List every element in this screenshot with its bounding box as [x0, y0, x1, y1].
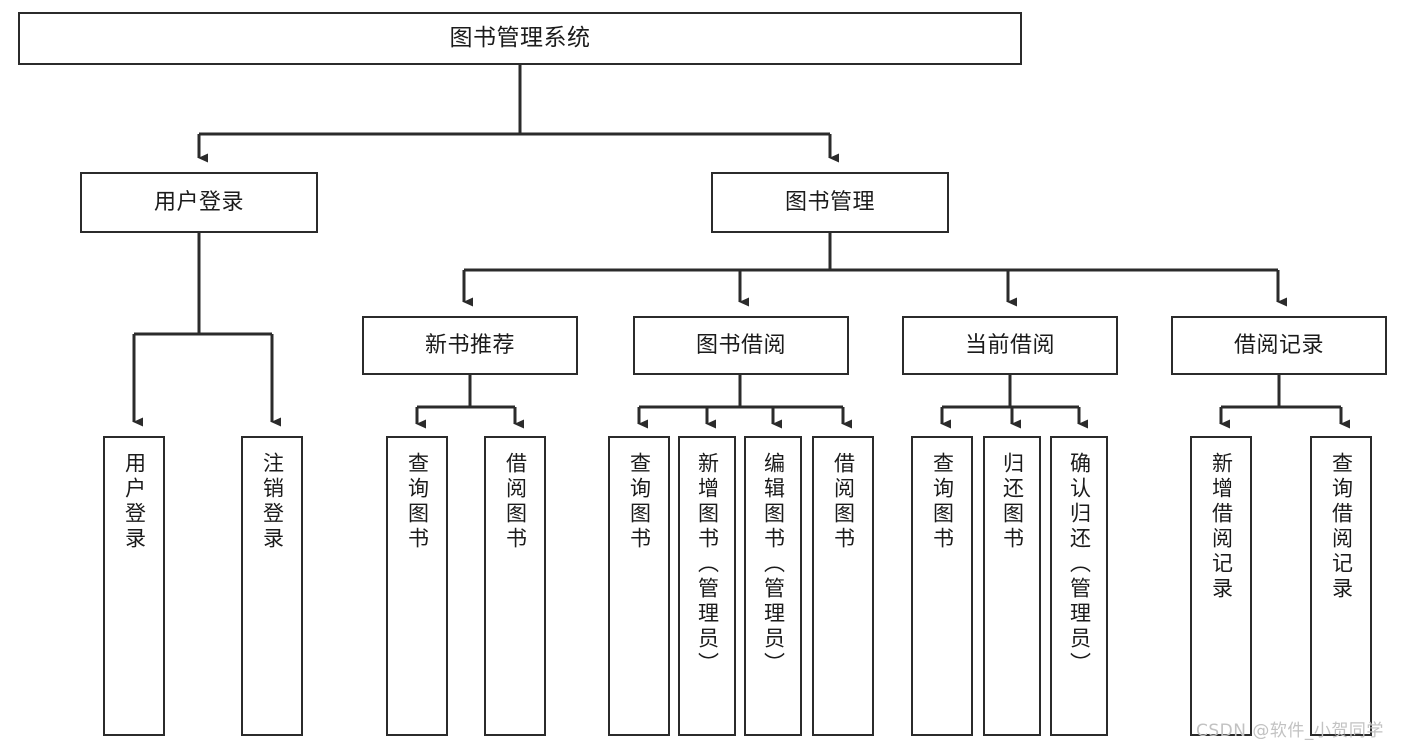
node-leaf-add-borrow-record-label: 新增借阅记录 — [1209, 452, 1234, 602]
node-leaf-borrow-book-2[interactable]: 借阅图书 — [812, 436, 874, 736]
node-leaf-borrow-book-1-label: 借阅图书 — [503, 452, 528, 552]
node-new-book-recommend[interactable]: 新书推荐 — [362, 316, 578, 375]
node-root[interactable]: 图书管理系统 — [18, 12, 1022, 65]
node-user-login-label: 用户登录 — [153, 189, 244, 215]
node-book-borrow[interactable]: 图书借阅 — [633, 316, 849, 375]
node-leaf-query-borrow-record[interactable]: 查询借阅记录 — [1310, 436, 1372, 736]
node-current-borrow-label: 当前借阅 — [964, 332, 1055, 358]
node-new-book-recommend-label: 新书推荐 — [424, 332, 515, 358]
node-leaf-query-book-3[interactable]: 查询图书 — [911, 436, 973, 736]
node-borrow-record-label: 借阅记录 — [1233, 332, 1324, 358]
node-root-label: 图书管理系统 — [449, 25, 591, 52]
watermark: CSDN @软件_小贺同学 — [1196, 721, 1384, 741]
node-leaf-user-login-label: 用户登录 — [122, 452, 147, 552]
node-leaf-query-book-1[interactable]: 查询图书 — [386, 436, 448, 736]
node-leaf-add-borrow-record[interactable]: 新增借阅记录 — [1190, 436, 1252, 736]
node-leaf-query-book-1-label: 查询图书 — [405, 452, 430, 552]
node-borrow-record[interactable]: 借阅记录 — [1171, 316, 1387, 375]
node-user-login[interactable]: 用户登录 — [80, 172, 318, 233]
node-leaf-query-borrow-record-label: 查询借阅记录 — [1329, 452, 1354, 602]
node-leaf-return-book[interactable]: 归还图书 — [983, 436, 1041, 736]
node-leaf-user-login[interactable]: 用户登录 — [103, 436, 165, 736]
node-leaf-user-logout-label: 注销登录 — [260, 452, 285, 552]
node-leaf-confirm-return-admin[interactable]: 确认归还（管理员） — [1050, 436, 1108, 736]
node-leaf-user-logout[interactable]: 注销登录 — [241, 436, 303, 736]
node-book-borrow-label: 图书借阅 — [695, 332, 786, 358]
node-book-manage-label: 图书管理 — [784, 189, 875, 215]
node-current-borrow[interactable]: 当前借阅 — [902, 316, 1118, 375]
node-leaf-return-book-label: 归还图书 — [1000, 452, 1025, 552]
node-leaf-add-book-admin[interactable]: 新增图书（管理员） — [678, 436, 736, 736]
node-leaf-query-book-3-label: 查询图书 — [930, 452, 955, 552]
node-leaf-query-book-2[interactable]: 查询图书 — [608, 436, 670, 736]
node-leaf-edit-book-admin-label: 编辑图书（管理员） — [761, 452, 786, 677]
node-leaf-edit-book-admin[interactable]: 编辑图书（管理员） — [744, 436, 802, 736]
node-book-manage[interactable]: 图书管理 — [711, 172, 949, 233]
node-leaf-confirm-return-admin-label: 确认归还（管理员） — [1067, 452, 1092, 677]
node-leaf-borrow-book-1[interactable]: 借阅图书 — [484, 436, 546, 736]
node-leaf-query-book-2-label: 查询图书 — [627, 452, 652, 552]
node-leaf-borrow-book-2-label: 借阅图书 — [831, 452, 856, 552]
node-leaf-add-book-admin-label: 新增图书（管理员） — [695, 452, 720, 677]
